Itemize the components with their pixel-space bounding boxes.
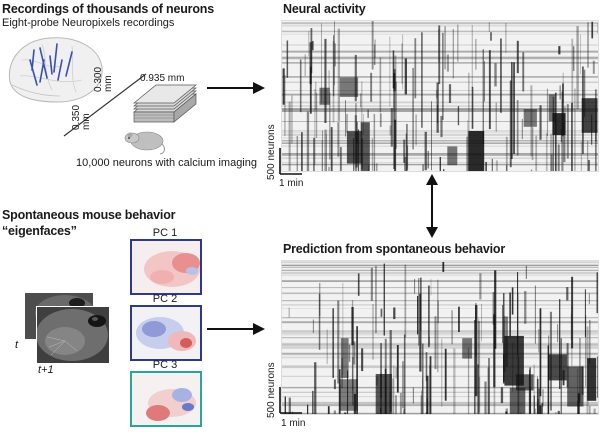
dim-mid-unit: mm	[103, 75, 114, 92]
behavior-title-line2: “eigenfaces”	[2, 224, 77, 238]
neural-activity-scale-x: 1 min	[279, 178, 304, 189]
neural-activity-scale-y: 500 neurons	[266, 124, 277, 180]
diagonal-separator	[63, 73, 147, 137]
behavior-title-line1: Spontaneous mouse behavior	[2, 208, 176, 222]
dim-mid-label: 0.300 mm	[93, 67, 114, 92]
neural-activity-raster	[281, 20, 599, 172]
dim-left-unit: mm	[81, 113, 92, 130]
prediction-scale-y: 500 neurons	[266, 362, 277, 418]
pc3-label: PC 3	[152, 359, 178, 371]
recordings-title: Recordings of thousands of neurons	[2, 2, 214, 16]
prediction-title: Prediction from spontaneous behavior	[283, 242, 505, 256]
pc1-label: PC 1	[152, 227, 178, 239]
neural-activity-scalebar	[279, 148, 302, 175]
brain-probe-illustration	[8, 37, 103, 103]
frame-label-t: t	[15, 339, 19, 351]
calcium-imaging-caption: 10,000 neurons with calcium imaging	[76, 157, 257, 169]
frame-label-t1: t+1	[38, 364, 54, 376]
mouse-illustration	[124, 131, 165, 155]
imaging-plane-stack	[133, 84, 197, 123]
dim-left-label: 0.350 mm	[71, 105, 92, 130]
pc2-eigenface	[130, 305, 202, 361]
double-arrow	[426, 174, 438, 238]
prediction-scale-x: 1 min	[281, 418, 306, 429]
pc1-eigenface	[130, 239, 202, 295]
video-frame-t1	[36, 306, 110, 364]
dim-top-label: 0.935 mm	[140, 73, 185, 84]
prediction-scalebar	[279, 387, 302, 414]
pc3-eigenface	[130, 371, 202, 427]
pc2-label: PC 2	[152, 293, 178, 305]
neural-activity-title: Neural activity	[283, 2, 366, 16]
arrow-to-prediction	[207, 323, 265, 335]
prediction-raster	[281, 260, 599, 415]
arrow-to-neural-activity	[207, 82, 265, 94]
recordings-subtitle: Eight-probe Neuropixels recordings	[2, 17, 175, 29]
